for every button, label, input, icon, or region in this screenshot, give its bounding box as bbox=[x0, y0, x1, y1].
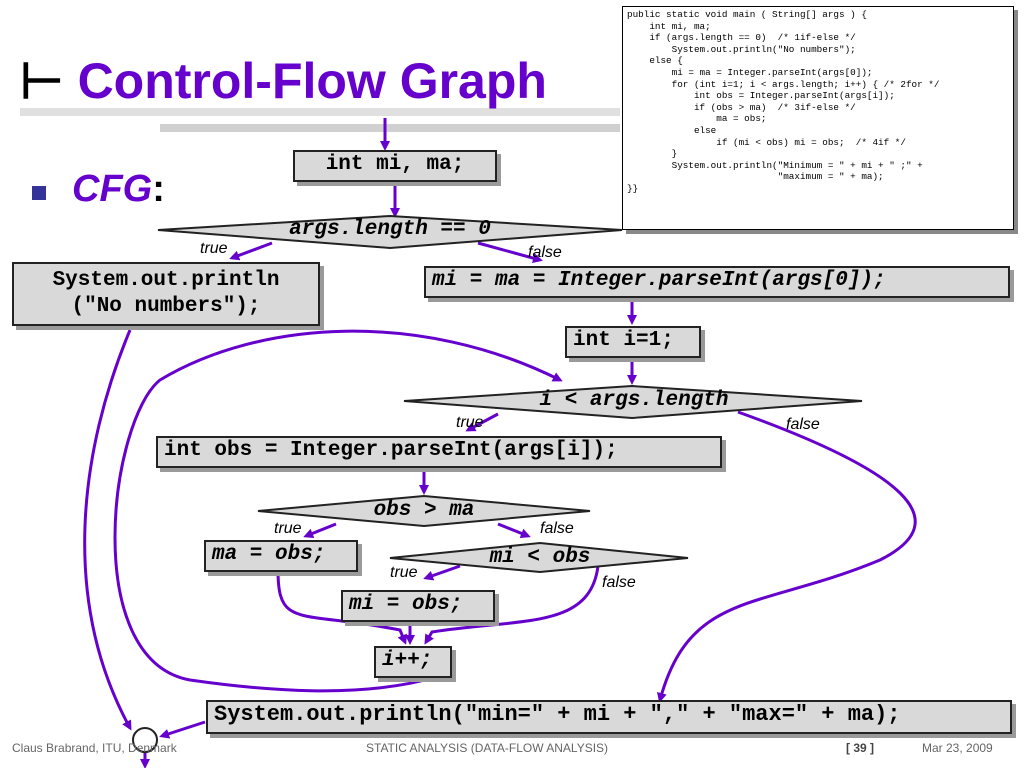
source-code-panel: public static void main ( String[] args … bbox=[622, 6, 1014, 230]
code-line: if (args.length == 0) /* 1if-else */ bbox=[627, 32, 856, 44]
print-none-line1: System.out.println bbox=[52, 269, 280, 292]
edge-cond1-true bbox=[229, 241, 273, 261]
code-line: System.out.println("No numbers"); bbox=[627, 43, 856, 55]
code-line: } bbox=[627, 148, 678, 160]
diamond-cond4 bbox=[389, 541, 689, 574]
edge-none-exit bbox=[83, 329, 132, 731]
print-none-line2: ("No numbers"); bbox=[71, 295, 261, 318]
title-marker: ⊢ bbox=[20, 53, 64, 109]
node-mi-obs: mi = obs; bbox=[341, 590, 495, 622]
diamond-cond1 bbox=[157, 214, 623, 250]
code-line: System.out.println("Minimum = " + mi + "… bbox=[627, 159, 923, 171]
code-line: ma = obs; bbox=[627, 113, 767, 125]
cond4-text: mi < obs bbox=[489, 546, 591, 569]
exit-circle bbox=[132, 727, 158, 753]
node-ma-obs: ma = obs; bbox=[204, 540, 358, 572]
footer-date: Mar 23, 2009 bbox=[922, 741, 993, 755]
footer-course: STATIC ANALYSIS (DATA-FLOW ANALYSIS) bbox=[366, 741, 609, 755]
edge-final-exit bbox=[159, 720, 206, 739]
edge-cond3-true bbox=[303, 522, 337, 539]
edge-cond4-false bbox=[424, 565, 600, 645]
edge-cond1-false bbox=[477, 241, 543, 263]
code-line: public static void main ( String[] args … bbox=[627, 9, 867, 20]
edge-cond2-false bbox=[657, 410, 917, 703]
subtitle: CFG: bbox=[72, 168, 165, 210]
code-line: int mi, ma; bbox=[627, 20, 711, 32]
footer-author: Claus Brabrand, ITU, Denmark bbox=[12, 741, 177, 755]
code-line: for (int i=1; i < args.length; i++) { /*… bbox=[627, 78, 940, 90]
label-cond2-true: true bbox=[456, 414, 484, 431]
label-cond3-false: false bbox=[540, 520, 574, 537]
edge-cond2-true bbox=[465, 412, 499, 432]
code-line: }} bbox=[627, 182, 639, 194]
cond3-text: obs > ma bbox=[373, 499, 475, 522]
slide-title: ⊢Control-Flow Graph bbox=[20, 53, 547, 109]
code-line: "maximum = " + ma); bbox=[627, 171, 884, 183]
edge-ma-incr bbox=[276, 569, 407, 645]
edge-incr-back bbox=[113, 329, 563, 693]
label-cond2-false: false bbox=[786, 416, 820, 433]
code-line: int obs = Integer.parseInt(args[i]); bbox=[627, 90, 895, 102]
diamond-cond2 bbox=[403, 384, 863, 420]
label-cond1-false: false bbox=[528, 244, 562, 261]
bullet-square bbox=[32, 186, 46, 200]
code-line: if (obs > ma) /* 3if-else */ bbox=[627, 101, 856, 113]
cond1-text: args.length == 0 bbox=[289, 218, 491, 241]
node-print-none: System.out.println ("No numbers"); bbox=[12, 262, 320, 326]
node-init-i: int i=1; bbox=[565, 326, 701, 358]
node-incr: i++; bbox=[374, 646, 452, 678]
code-line: if (mi < obs) mi = obs; /* 4if */ bbox=[627, 136, 906, 148]
diamond-cond3 bbox=[257, 494, 591, 528]
header-rule-bottom bbox=[160, 124, 620, 132]
node-assign: mi = ma = Integer.parseInt(args[0]); bbox=[424, 266, 1010, 298]
label-cond4-false: false bbox=[602, 574, 636, 591]
label-cond3-true: true bbox=[274, 520, 302, 537]
footer-page: [ 39 ] bbox=[846, 741, 875, 755]
code-line: else { bbox=[627, 55, 683, 67]
node-print-final: System.out.println("min=" + mi + "," + "… bbox=[206, 700, 1012, 734]
code-line: else bbox=[627, 124, 717, 136]
edge-cond4-true bbox=[423, 564, 461, 581]
edge-cond3-false bbox=[497, 522, 531, 539]
node-obs: int obs = Integer.parseInt(args[i]); bbox=[156, 436, 722, 468]
label-cond4-true: true bbox=[390, 564, 418, 581]
header-rule-top bbox=[20, 108, 620, 116]
label-cond1-true: true bbox=[200, 240, 228, 257]
cond2-text: i < args.length bbox=[539, 389, 729, 412]
code-line: mi = ma = Integer.parseInt(args[0]); bbox=[627, 66, 873, 78]
node-decl: int mi, ma; bbox=[293, 150, 497, 182]
